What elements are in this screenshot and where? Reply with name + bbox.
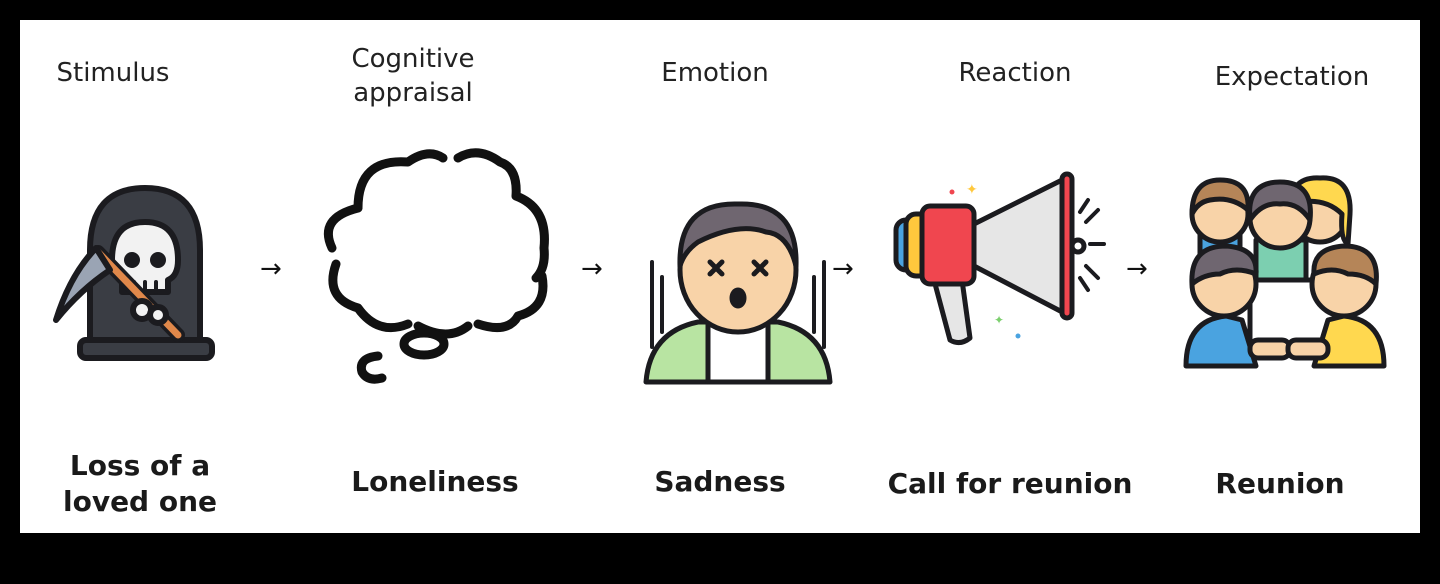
grim-reaper-tombstone-icon	[53, 185, 215, 361]
stage-label-call-for-reunion: Call for reunion	[887, 467, 1133, 500]
arrow-4: →	[1126, 254, 1148, 284]
stage-title-emotion: Emotion	[661, 58, 769, 88]
arrow-2: →	[581, 254, 603, 284]
arrow-1: →	[260, 254, 282, 284]
stage-title-expectation: Expectation	[1214, 62, 1370, 92]
stage-title-stimulus: Stimulus	[56, 58, 170, 88]
svg-text:✦: ✦	[994, 313, 1004, 327]
stage-title-reaction: Reaction	[958, 58, 1072, 88]
megaphone-icon: ✦ ✦	[893, 171, 1106, 346]
stage-label-loneliness: Loneliness	[351, 465, 519, 498]
diagram-canvas: Stimulus Cognitive appraisal Emotion Rea…	[20, 20, 1420, 533]
sad-face-icon	[643, 201, 833, 385]
group-people-icon	[1183, 175, 1387, 369]
thought-bubble-icon	[323, 148, 549, 384]
arrow-3: →	[832, 254, 854, 284]
svg-text:✦: ✦	[966, 182, 978, 198]
stage-title-cognitive-appraisal: Cognitive appraisal	[351, 44, 475, 108]
stage-label-loss-of-a-loved-one: Loss of a loved one	[62, 449, 218, 518]
stage-label-reunion: Reunion	[1215, 467, 1345, 500]
stage-label-sadness: Sadness	[654, 465, 786, 498]
